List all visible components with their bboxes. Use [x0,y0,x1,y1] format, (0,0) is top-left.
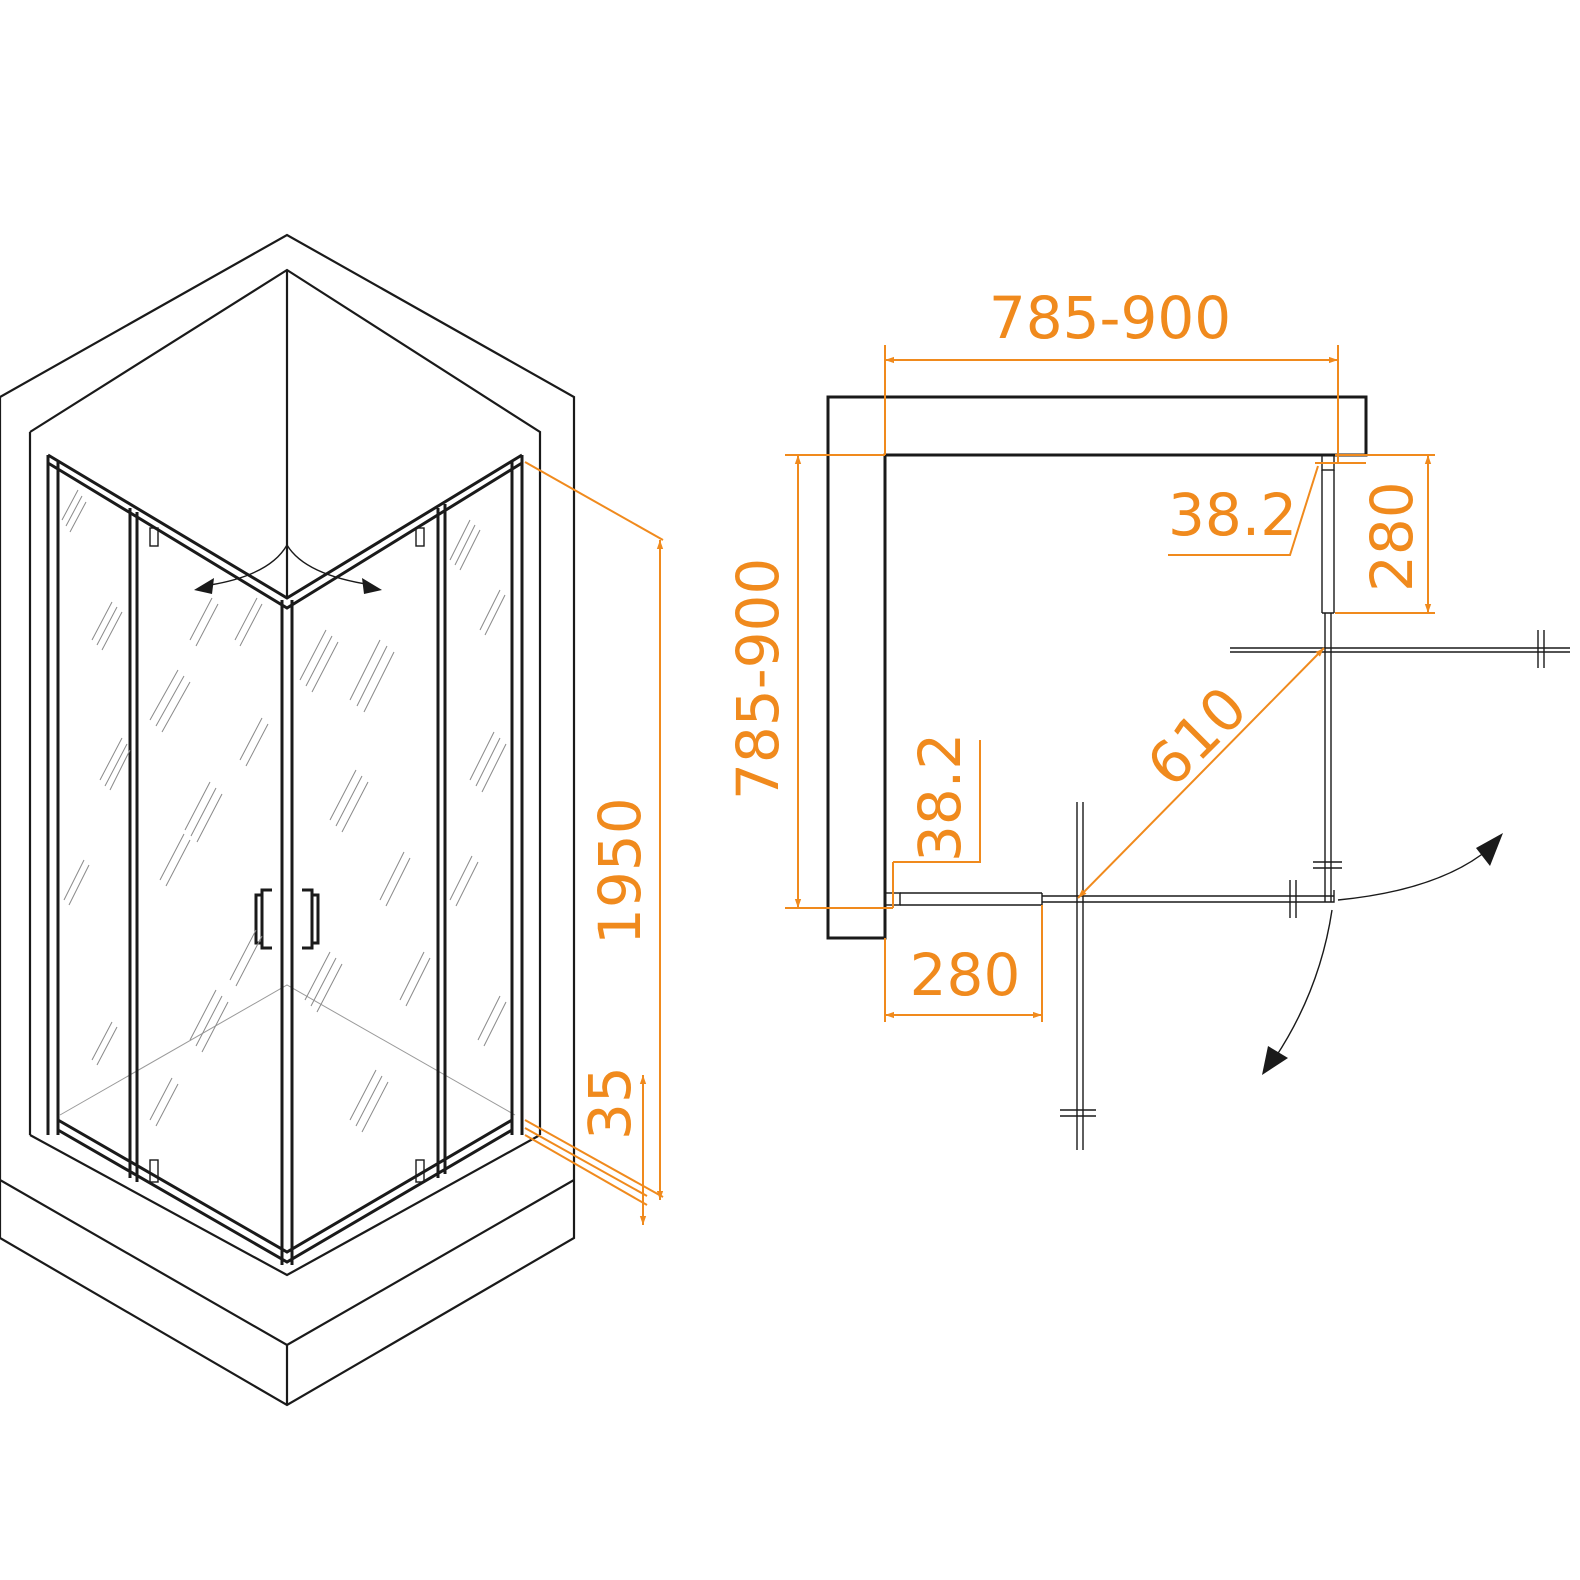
hinge-bottom-left [149,1159,159,1183]
iso-ext-top [524,461,664,541]
plan-swing-arc-down [1274,909,1333,1059]
tray-top-edge [29,1134,541,1277]
right-door-open-handle [1537,630,1545,668]
plan-swing-arrow-down-icon [1262,1046,1288,1075]
handle-right [302,888,320,950]
bottom-panel-label: 280 [910,941,1021,1009]
right-door-open [1230,647,1570,653]
fixed-panel-divider-left [128,508,139,1182]
plan-dimensions: 785-900 785-900 38.2 280 38.2 280 610 [724,284,1435,1022]
iso-ext-bottom [524,1134,648,1206]
iso-dimensions: 1950 35 [524,461,664,1225]
top-rail [47,453,523,610]
frame-corner [280,600,294,1265]
bottom-fixed-panel [900,892,1043,906]
plan-swing-arrow-right-icon [1476,833,1503,866]
right-panel-ext [1335,454,1435,614]
wall-inner-outline [28,268,542,1135]
door-opening-line [1077,647,1325,899]
tray-base [0,1135,576,1407]
iso-tray-label: 35 [576,1066,644,1140]
bottom-door-open [1076,802,1084,1150]
left-offset-label: 38.2 [906,733,974,862]
left-offset-ext [892,740,981,908]
top-offset-ext [1168,462,1366,556]
swing-arrow-left-icon [194,578,214,594]
door-swing-arc [209,543,373,586]
right-fixed-panel [1321,470,1335,614]
bottom-rail [57,1118,513,1264]
isometric-view: 1950 35 [0,233,664,1407]
top-width-label: 785-900 [989,284,1231,352]
frame-right [510,455,524,1135]
left-depth-label: 785-900 [724,558,792,800]
iso-ext-base [524,1127,648,1197]
plan-view: 785-900 785-900 38.2 280 38.2 280 610 [724,284,1570,1150]
door-opening-label: 610 [1134,674,1260,800]
plan-swing-arc-right [1337,847,1491,901]
glass-hatching [61,489,507,1133]
tray-floor [59,984,516,1116]
fixed-panel-divider-right [436,504,447,1178]
handle-left [254,888,272,950]
hinge-top-right [415,527,425,547]
bottom-handle [1289,880,1297,918]
top-offset-label: 38.2 [1168,481,1297,549]
swing-arrow-right-icon [362,578,382,594]
wall-outer-outline [0,233,576,1135]
right-door [1324,613,1332,902]
right-panel-label: 280 [1358,481,1426,592]
bottom-panel-ext [884,905,1043,1022]
hinge-top-left [149,527,159,547]
iso-height-label: 1950 [586,797,654,945]
hinge-bottom-right [415,1159,425,1183]
right-handle [1313,861,1342,869]
frame-left [46,455,60,1135]
bottom-door-open-handle [1060,1109,1096,1117]
